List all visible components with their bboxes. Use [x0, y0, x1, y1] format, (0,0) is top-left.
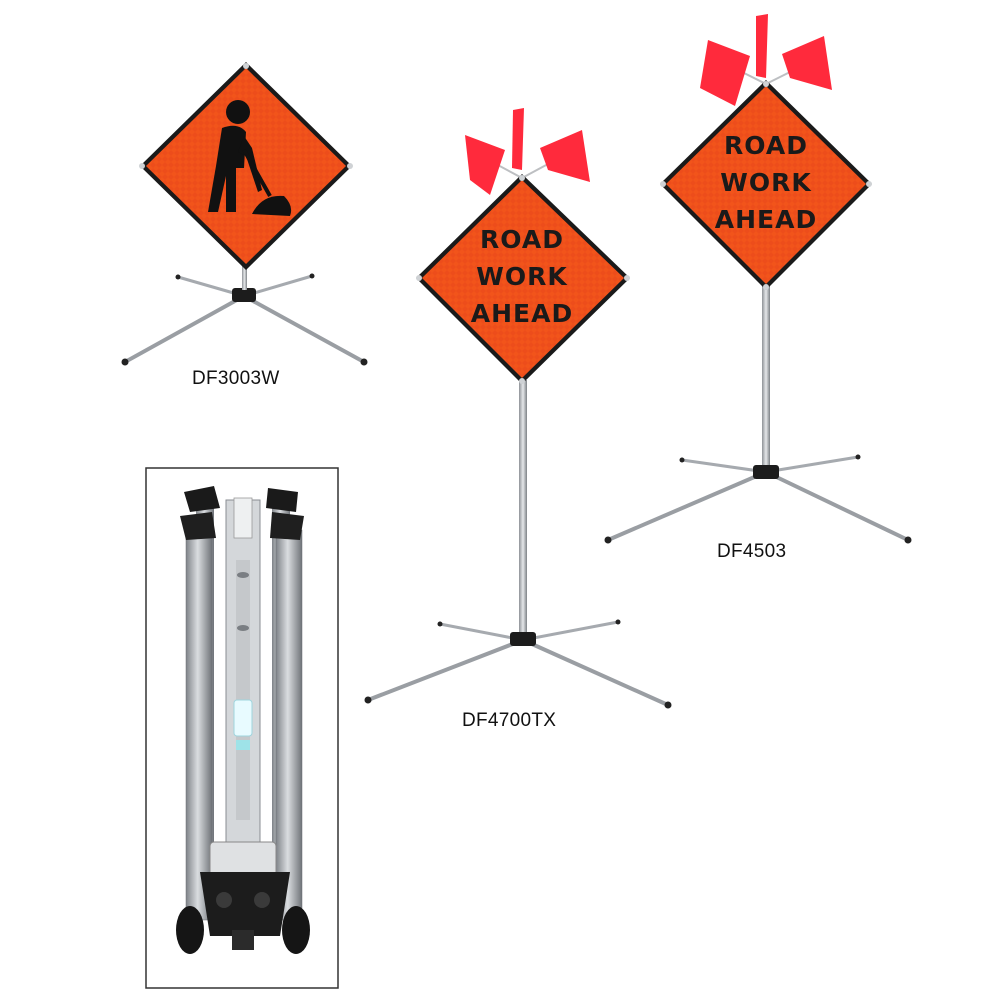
sign-line-2: WORK	[476, 262, 568, 291]
warning-sign-diamond: ROAD WORK AHEAD	[416, 174, 630, 384]
sign-line-1: ROAD	[480, 225, 564, 254]
warning-flags	[700, 14, 832, 106]
sign-df3003w	[121, 62, 368, 366]
sign-df4503: ROAD WORK AHEAD	[604, 14, 912, 544]
sign-line-3: AHEAD	[715, 205, 817, 234]
sign-line-3: AHEAD	[471, 299, 573, 328]
model-label-df4503: DF4503	[717, 541, 787, 562]
sign-line-2: WORK	[720, 168, 812, 197]
worker-icon	[208, 100, 292, 216]
warning-sign-diamond: ROAD WORK AHEAD	[660, 80, 872, 290]
stand-base	[121, 266, 368, 366]
sign-line-1: ROAD	[724, 131, 808, 160]
model-label-df3003w: DF3003W	[192, 368, 280, 389]
pole	[762, 285, 770, 467]
inset-folded-stand	[145, 467, 339, 989]
model-label-df4700tx: DF4700TX	[462, 710, 557, 731]
stand-base	[604, 454, 912, 544]
warning-flags	[465, 108, 590, 195]
stand-base	[364, 619, 672, 709]
sign-df4700tx: ROAD WORK AHEAD	[364, 108, 672, 709]
warning-sign-diamond	[139, 62, 353, 270]
pole	[519, 380, 527, 638]
